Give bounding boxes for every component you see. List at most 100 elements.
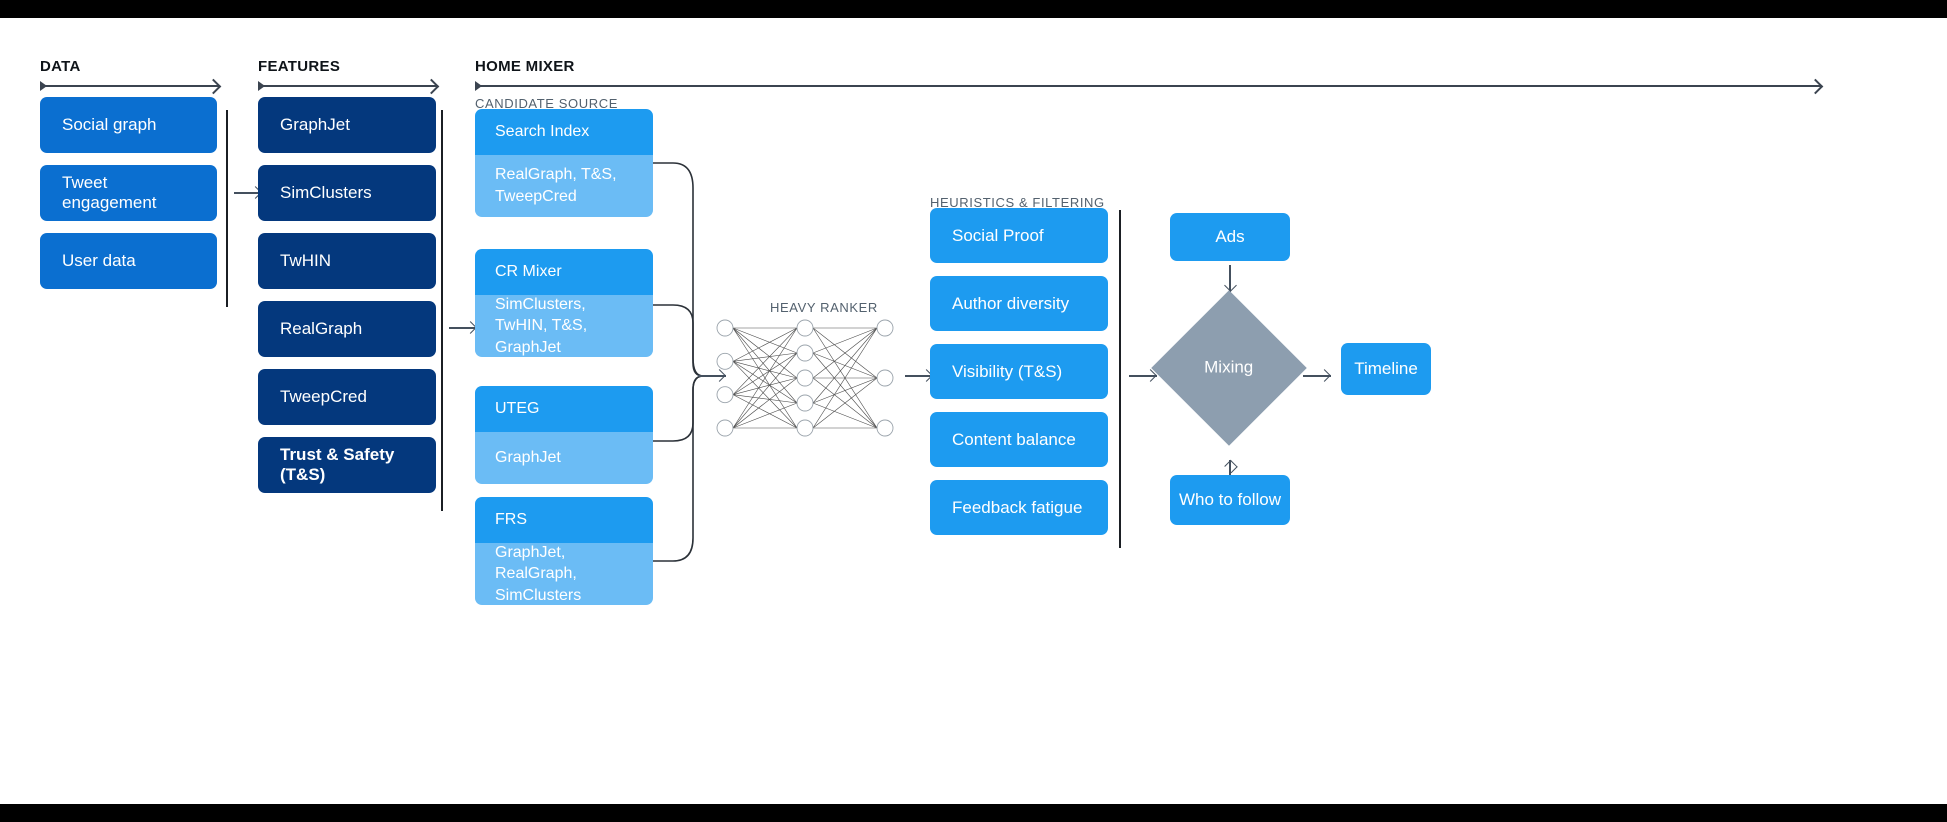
arrow-bar bbox=[449, 327, 477, 329]
heuristic-box-label: Feedback fatigue bbox=[952, 497, 1083, 517]
arrow-head bbox=[1224, 460, 1236, 472]
section-arrow-home-mixer-head bbox=[1810, 80, 1822, 92]
heuristic-box-content-balance[interactable]: Content balance bbox=[930, 412, 1108, 467]
top-letterbox-band bbox=[0, 0, 1947, 18]
heuristic-box-visibility-ts[interactable]: Visibility (T&S) bbox=[930, 344, 1108, 399]
arrow-features-to-candidate-source bbox=[449, 322, 477, 334]
data-box-user-data[interactable]: User data bbox=[40, 233, 217, 289]
section-arrow-data-head bbox=[208, 80, 220, 92]
nn-node-l2-0 bbox=[876, 319, 894, 337]
candidate-source-features: SimClusters, TwHIN, T&S, GraphJet bbox=[475, 295, 653, 357]
heavy-ranker-neural-network bbox=[716, 319, 894, 437]
output-box-timeline[interactable]: Timeline bbox=[1341, 343, 1431, 395]
nn-edge bbox=[732, 352, 798, 395]
candidate-source-card-cr-mixer[interactable]: CR Mixer SimClusters, TwHIN, T&S, GraphJ… bbox=[475, 249, 653, 357]
feature-box-realgraph[interactable]: RealGraph bbox=[258, 301, 436, 357]
sublabel-heuristics-filtering: HEURISTICS & FILTERING bbox=[930, 195, 1105, 210]
data-box-label: User data bbox=[62, 251, 136, 270]
sublabel-candidate-source: CANDIDATE SOURCE bbox=[475, 96, 618, 111]
nn-edge bbox=[732, 361, 798, 429]
nn-edge bbox=[812, 327, 878, 404]
section-arrow-data-tail bbox=[40, 81, 47, 91]
candidate-source-title: FRS bbox=[475, 497, 653, 543]
feature-box-twhin[interactable]: TwHIN bbox=[258, 233, 436, 289]
heuristic-box-label: Social Proof bbox=[952, 225, 1044, 245]
nn-edge bbox=[732, 402, 798, 429]
data-box-tweet-engagement[interactable]: Tweet engagement bbox=[40, 165, 217, 221]
arrow-who-to-follow-to-mixing bbox=[1224, 460, 1236, 487]
feature-box-tweepcred[interactable]: TweepCred bbox=[258, 369, 436, 425]
heuristic-box-label: Visibility (T&S) bbox=[952, 361, 1063, 381]
candidate-source-card-search-index[interactable]: Search Index RealGraph, T&S, TweepCred bbox=[475, 109, 653, 217]
heuristic-box-feedback-fatigue[interactable]: Feedback fatigue bbox=[930, 480, 1108, 535]
nn-node-l1-1 bbox=[796, 344, 814, 362]
output-box-ads[interactable]: Ads bbox=[1170, 213, 1290, 261]
candidate-source-card-frs[interactable]: FRS GraphJet, RealGraph, SimClusters bbox=[475, 497, 653, 605]
separator-heuristics-mixing bbox=[1119, 210, 1121, 548]
bottom-letterbox-band bbox=[0, 804, 1947, 822]
connector-search-index bbox=[653, 162, 704, 377]
sublabel-heavy-ranker: HEAVY RANKER bbox=[770, 300, 878, 315]
nn-edge bbox=[732, 394, 798, 429]
feature-box-label: Trust & Safety (T&S) bbox=[280, 445, 395, 484]
output-box-label: Who to follow bbox=[1178, 490, 1282, 509]
candidate-source-title: CR Mixer bbox=[475, 249, 653, 295]
nn-edge bbox=[732, 352, 798, 362]
section-title-home-mixer: HOME MIXER bbox=[475, 58, 575, 75]
section-arrow-home-mixer bbox=[475, 80, 1822, 92]
nn-edge bbox=[812, 327, 878, 429]
diagram-canvas: DATA FEATURES HOME MIXER CANDIDATE SOURC… bbox=[0, 18, 1947, 804]
arrow-data-to-features bbox=[234, 187, 262, 199]
arrow-bar bbox=[1229, 460, 1231, 487]
candidate-source-card-uteg[interactable]: UTEG GraphJet bbox=[475, 386, 653, 484]
feature-box-graphjet[interactable]: GraphJet bbox=[258, 97, 436, 153]
mixing-label: Mixing bbox=[1204, 358, 1254, 377]
nn-edge bbox=[812, 402, 878, 429]
heuristic-box-social-proof[interactable]: Social Proof bbox=[930, 208, 1108, 263]
arrow-ads-to-mixing bbox=[1224, 265, 1236, 292]
heuristic-box-label: Content balance bbox=[952, 429, 1076, 449]
data-box-label: Social graph bbox=[62, 115, 157, 134]
candidate-source-title: Search Index bbox=[475, 109, 653, 155]
heuristic-box-author-diversity[interactable]: Author diversity bbox=[930, 276, 1108, 331]
section-arrow-home-mixer-tail bbox=[475, 81, 482, 91]
separator-data-features bbox=[226, 110, 228, 307]
connector-cr-mixer bbox=[653, 304, 704, 377]
mixing-diamond[interactable]: Mixing bbox=[1151, 290, 1307, 446]
nn-node-l2-1 bbox=[876, 369, 894, 387]
arrow-heavy-ranker-to-heuristics bbox=[905, 370, 933, 382]
nn-edge bbox=[732, 327, 798, 395]
output-box-who-to-follow[interactable]: Who to follow bbox=[1170, 475, 1290, 525]
nn-edge bbox=[812, 327, 878, 354]
nn-edge bbox=[732, 327, 798, 379]
candidate-source-features: RealGraph, T&S, TweepCred bbox=[475, 155, 653, 217]
nn-edge bbox=[732, 327, 798, 354]
section-arrow-features bbox=[258, 80, 438, 92]
nn-node-l2-2 bbox=[876, 419, 894, 437]
output-box-label: Ads bbox=[1215, 227, 1245, 246]
feature-box-label: SimClusters bbox=[280, 183, 372, 202]
nn-edge bbox=[732, 327, 798, 429]
nn-node-l0-3 bbox=[716, 419, 734, 437]
section-arrow-features-bar bbox=[258, 85, 438, 87]
nn-node-l0-1 bbox=[716, 352, 734, 370]
data-box-social-graph[interactable]: Social graph bbox=[40, 97, 217, 153]
feature-box-label: TwHIN bbox=[280, 251, 331, 270]
nn-node-l1-4 bbox=[796, 419, 814, 437]
feature-box-trust-and-safety[interactable]: Trust & Safety (T&S) bbox=[258, 437, 436, 493]
candidate-source-features: GraphJet bbox=[475, 432, 653, 484]
nn-edge bbox=[732, 394, 798, 404]
nn-edge bbox=[732, 327, 798, 404]
arrow-mixing-to-timeline bbox=[1303, 370, 1331, 382]
nn-node-l1-3 bbox=[796, 394, 814, 412]
nn-node-l1-0 bbox=[796, 319, 814, 337]
connector-uteg bbox=[653, 375, 704, 442]
section-arrow-home-mixer-bar bbox=[475, 85, 1822, 87]
arrow-head bbox=[1224, 280, 1236, 292]
feature-box-simclusters[interactable]: SimClusters bbox=[258, 165, 436, 221]
separator-features-mixer bbox=[441, 110, 443, 511]
arrow-head bbox=[1319, 370, 1331, 382]
section-arrow-data bbox=[40, 80, 220, 92]
section-title-features: FEATURES bbox=[258, 58, 341, 75]
feature-box-label: TweepCred bbox=[280, 387, 367, 406]
